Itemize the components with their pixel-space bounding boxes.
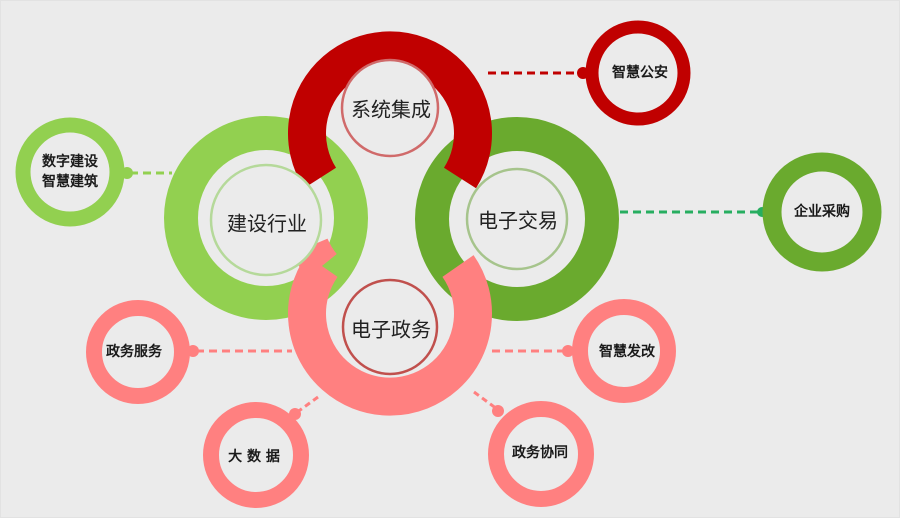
satellite-ring-big-data[interactable] (203, 402, 309, 508)
satellite-ring-enterprise-procurement[interactable] (762, 152, 882, 272)
hub-label-system-integration: 系统集成 (351, 97, 431, 122)
connector-dot-gov-services (187, 345, 199, 357)
connector-gov-collaboration (473, 390, 498, 411)
satellite-label-big-data: 大 数 据 (228, 449, 280, 465)
inner-ring-system-integration (340, 58, 440, 158)
satellite-label-digital-construction: 数字建设 智慧建筑 (42, 152, 98, 192)
satellite-label-gov-services: 政务服务 (106, 344, 162, 360)
satellite-ring-gov-collaboration[interactable] (488, 401, 594, 507)
connector-dot-gov-collaboration (492, 405, 504, 417)
inner-ring-e-trade (465, 167, 569, 271)
ring-system-integration[interactable] (288, 31, 492, 189)
ring-construction[interactable] (164, 116, 368, 320)
satellite-rings (15, 20, 882, 508)
inner-ring-e-government (341, 278, 439, 376)
ring-e-government[interactable] (288, 255, 492, 416)
satellite-label-enterprise-procurement: 企业采购 (794, 204, 850, 220)
satellite-label-line2: 智慧建筑 (42, 174, 98, 190)
satellite-ring-smart-police[interactable] (585, 20, 691, 126)
satellite-label-smart-police: 智慧公安 (612, 65, 668, 81)
satellite-label-smart-reform: 智慧发改 (599, 344, 655, 360)
satellite-label-line1: 数字建设 (42, 154, 98, 170)
hub-label-e-government: 电子政务 (351, 317, 431, 342)
satellite-label-gov-collaboration: 政务协同 (512, 445, 568, 461)
hub-inner-rings (209, 58, 569, 376)
satellite-ring-digital-construction[interactable] (15, 117, 125, 227)
hub-label-e-trade: 电子交易 (478, 208, 558, 233)
connector-dot-smart-reform (562, 345, 574, 357)
satellite-ring-gov-services[interactable] (86, 300, 190, 404)
ring-e-trade[interactable] (415, 117, 619, 321)
hub-label-construction: 建设行业 (227, 211, 307, 236)
inner-ring-construction (209, 163, 323, 277)
satellite-ring-smart-reform[interactable] (572, 299, 676, 403)
